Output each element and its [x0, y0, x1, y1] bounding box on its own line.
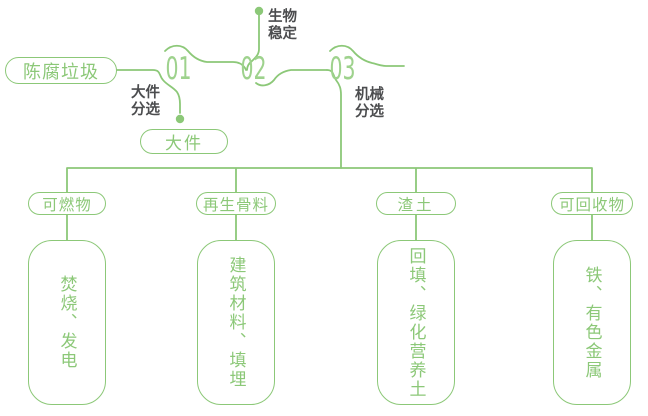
step-number-02: 02	[240, 51, 267, 87]
category-node-recycled-aggregate: 再生骨料	[196, 192, 276, 215]
tree-horizontal	[66, 167, 593, 193]
category-node-slag-soil: 渣土	[376, 192, 456, 215]
source-label: 陈腐垃圾	[23, 61, 99, 82]
line-bio-stem	[246, 14, 260, 71]
dot-bio-branch	[254, 6, 264, 16]
source-node: 陈腐垃圾	[5, 57, 117, 84]
category-label: 可燃物	[42, 196, 92, 214]
dot-bulky-branch	[175, 114, 185, 124]
step-label-bio-stabilization: 生物稳定	[268, 9, 297, 42]
line-03-tail	[329, 44, 405, 67]
result-node-iron-nonferrous-metal: 铁、有色金属	[553, 240, 631, 405]
result-node-backfill-nutrient-soil: 回填、绿化营养土	[377, 240, 455, 405]
category-label: 再生骨料	[202, 196, 269, 214]
line-02-to-03	[255, 69, 328, 87]
result-text: 铁、有色金属	[582, 265, 602, 380]
category-label: 渣土	[397, 196, 435, 214]
result-node-building-materials-landfill: 建筑材料、填埋	[197, 240, 275, 405]
line-03-down	[326, 69, 342, 169]
step-number-01: 01	[165, 51, 192, 87]
output-node-bulky-label: 大件	[165, 134, 203, 153]
step-label-bulky-sorting: 大件分选	[131, 85, 160, 118]
output-node-bulky: 大件	[140, 129, 228, 154]
result-text: 焚烧、发电	[57, 275, 77, 370]
category-label: 可回收物	[558, 196, 625, 214]
tree-pill-to-box	[66, 214, 593, 241]
line-01-to-02	[164, 44, 247, 71]
result-node-incineration-power: 焚烧、发电	[28, 240, 106, 405]
result-text: 回填、绿化营养土	[406, 246, 426, 399]
category-node-recyclables: 可回收物	[551, 192, 633, 215]
step-number-03: 03	[329, 51, 356, 87]
line-source-to-01	[116, 69, 181, 114]
step-label-mechanical-sorting: 机械分选	[355, 87, 384, 120]
result-text: 建筑材料、填埋	[226, 256, 246, 389]
category-node-combustibles: 可燃物	[28, 192, 106, 215]
